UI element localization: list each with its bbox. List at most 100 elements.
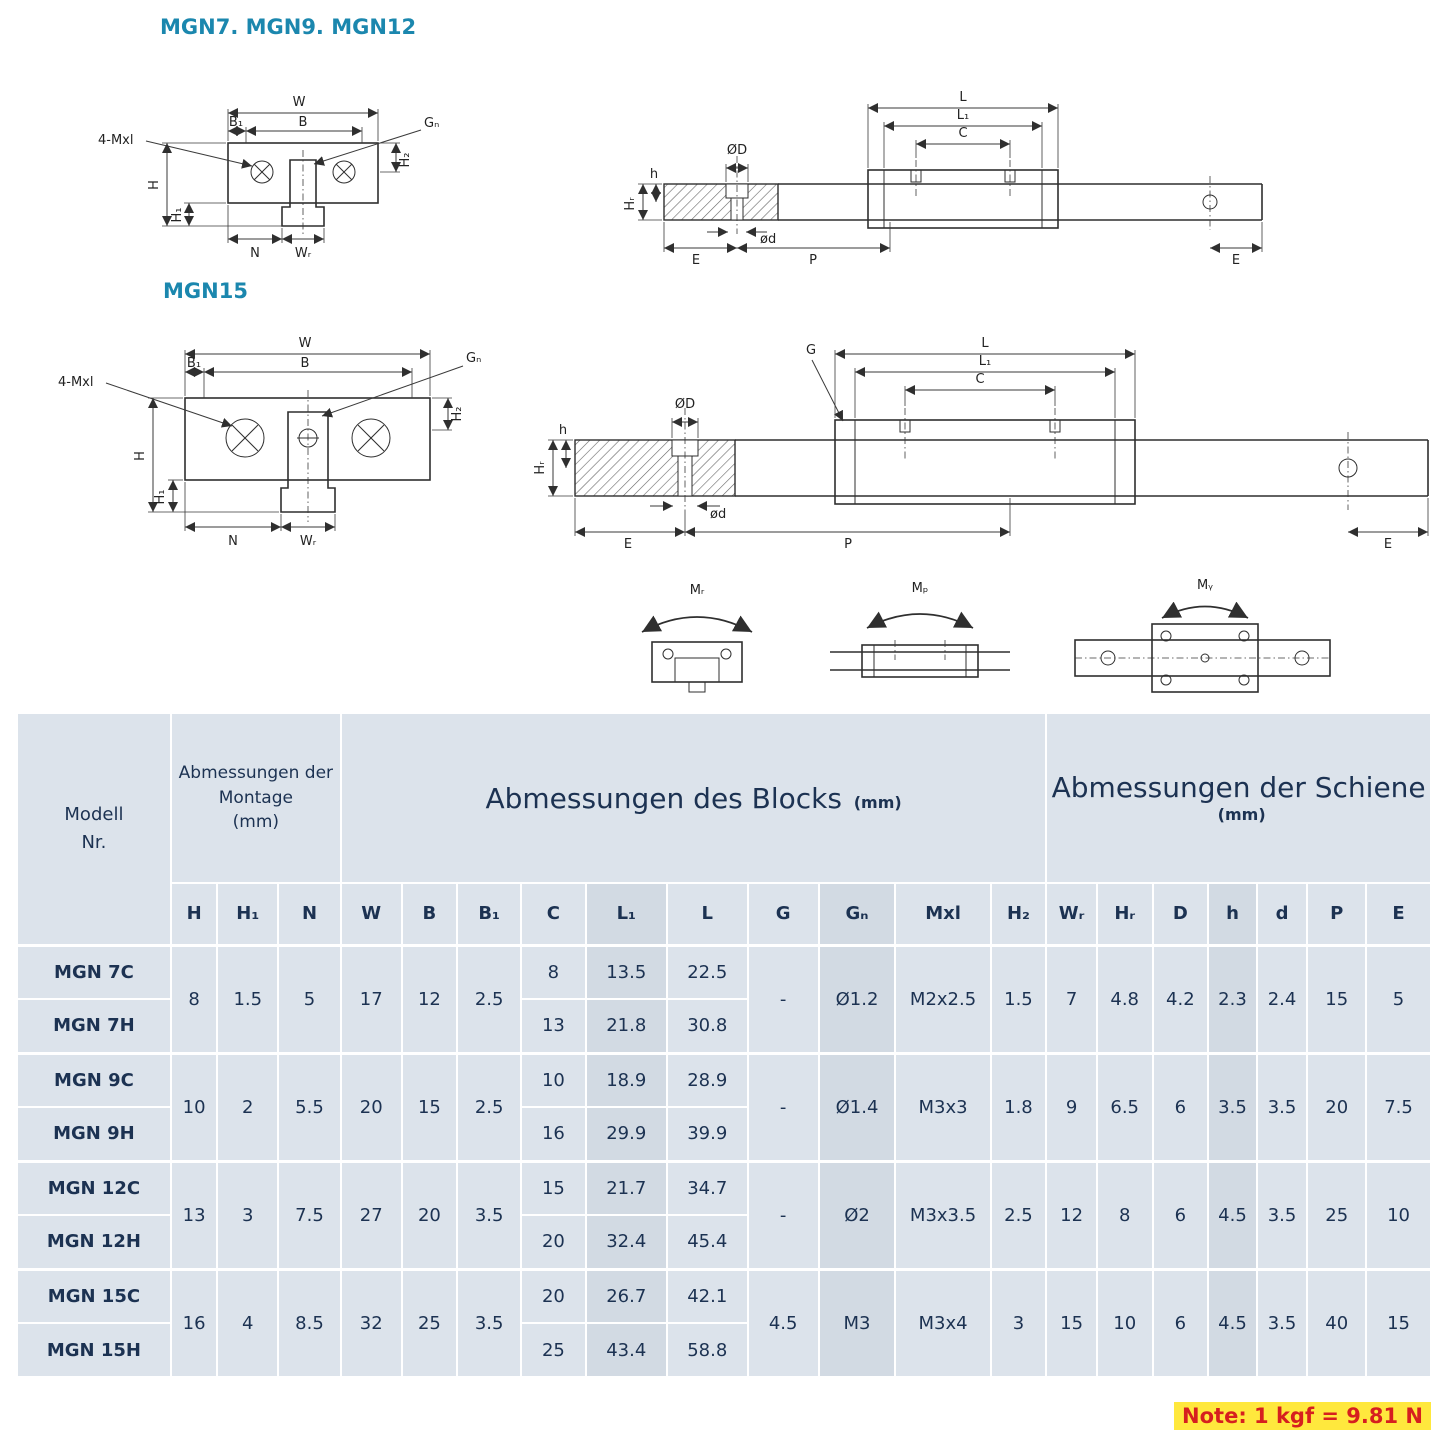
cell-B1: 2.5 bbox=[456, 943, 523, 1054]
cell-L1: 18.9 bbox=[584, 1051, 668, 1108]
column-header-N: N bbox=[277, 882, 342, 946]
dim-label-gn: Gₙ bbox=[424, 116, 439, 131]
dim-label-e: E bbox=[692, 253, 700, 268]
dim-label-b1-15: B₁ bbox=[187, 356, 201, 371]
dim-label-h1-15: H₁ bbox=[153, 490, 168, 505]
cell-WR: 9 bbox=[1045, 1051, 1098, 1162]
cell-H2: 1.8 bbox=[989, 1051, 1048, 1162]
dim-label-e-15: E bbox=[624, 537, 632, 552]
dim-label-p: P bbox=[809, 253, 817, 268]
note-badge: Note: 1 kgf = 9.81 N bbox=[1174, 1402, 1431, 1430]
dim-label-od-big-15: ØD bbox=[675, 397, 695, 412]
column-header-d: d bbox=[1255, 882, 1309, 946]
cell-W: 17 bbox=[339, 943, 403, 1054]
group-blocks-label: Abmessungen des Blocks bbox=[485, 781, 842, 815]
dim-label-w: W bbox=[293, 95, 306, 110]
moment-label-mp: Mₚ bbox=[912, 581, 929, 596]
dim-label-hr: Hᵣ bbox=[623, 197, 638, 211]
cell-D: 6 bbox=[1151, 1159, 1210, 1270]
dim-label-wr: Wᵣ bbox=[295, 246, 312, 261]
group-blocks-unit: (mm) bbox=[853, 792, 902, 812]
cell-HR: 6.5 bbox=[1095, 1051, 1154, 1162]
cell-L: 28.9 bbox=[665, 1051, 749, 1108]
cell-H1: 2 bbox=[216, 1051, 280, 1162]
cell-B: 25 bbox=[400, 1267, 459, 1378]
model-name: MGN 12C bbox=[16, 1159, 172, 1216]
front-view-mgn7-9-12: W B₁ B Gₙ 4-Mxl H₂ H H₁ bbox=[98, 95, 439, 261]
cell-B: 12 bbox=[400, 943, 459, 1054]
cell-L: 30.8 bbox=[665, 998, 749, 1054]
cell-h: 4.5 bbox=[1207, 1159, 1258, 1270]
group-schiene-unit: (mm) bbox=[1217, 805, 1266, 824]
model-name: MGN 9H bbox=[16, 1106, 172, 1162]
dim-label-c: C bbox=[958, 126, 967, 141]
group-montage-label: Abmessungen der Montage bbox=[178, 763, 334, 808]
cell-L: 42.1 bbox=[665, 1267, 749, 1324]
column-header-H1: H₁ bbox=[216, 882, 280, 946]
cell-H1: 1.5 bbox=[216, 943, 280, 1054]
column-header-W: W bbox=[339, 882, 403, 946]
column-header-Gn: Gₙ bbox=[817, 882, 897, 946]
cell-G: - bbox=[746, 1051, 820, 1162]
dim-label-w-15: W bbox=[299, 336, 312, 351]
cell-C: 8 bbox=[520, 943, 587, 1000]
cell-B: 15 bbox=[400, 1051, 459, 1162]
cell-L1: 32.4 bbox=[584, 1214, 668, 1270]
cell-W: 32 bbox=[339, 1267, 403, 1378]
cell-H: 16 bbox=[169, 1267, 219, 1378]
cell-P: 40 bbox=[1306, 1267, 1368, 1378]
cell-N: 5 bbox=[277, 943, 342, 1054]
cell-d: 3.5 bbox=[1255, 1267, 1309, 1378]
cell-B: 20 bbox=[400, 1159, 459, 1270]
dim-label-h1: H₁ bbox=[170, 208, 185, 223]
dim-label-h2: H₂ bbox=[398, 153, 413, 168]
column-header-D: D bbox=[1151, 882, 1210, 946]
dim-label-h-small: h bbox=[650, 167, 658, 182]
cell-C: 13 bbox=[520, 998, 587, 1054]
cell-L: 45.4 bbox=[665, 1214, 749, 1270]
dim-label-l-15: L bbox=[981, 336, 989, 351]
cell-D: 4.2 bbox=[1151, 943, 1210, 1054]
cell-W: 20 bbox=[339, 1051, 403, 1162]
cell-N: 5.5 bbox=[277, 1051, 342, 1162]
dim-label-od-small: ød bbox=[760, 232, 776, 247]
column-header-H: H bbox=[169, 882, 219, 946]
cell-Gn: Ø1.4 bbox=[817, 1051, 897, 1162]
cell-L1: 29.9 bbox=[584, 1106, 668, 1162]
cell-L: 34.7 bbox=[665, 1159, 749, 1216]
dim-label-n-15: N bbox=[228, 534, 238, 549]
cell-d: 3.5 bbox=[1255, 1051, 1309, 1162]
column-header-HR: Hᵣ bbox=[1095, 882, 1154, 946]
moment-label-mr: Mᵣ bbox=[690, 583, 705, 598]
dim-label-n: N bbox=[250, 246, 260, 261]
cell-h: 4.5 bbox=[1207, 1267, 1258, 1378]
cell-C: 25 bbox=[520, 1322, 587, 1378]
cell-L1: 26.7 bbox=[584, 1267, 668, 1324]
dim-label-wr-15: Wᵣ bbox=[300, 534, 317, 549]
cell-H2: 3 bbox=[989, 1267, 1048, 1378]
model-name: MGN 7H bbox=[16, 998, 172, 1054]
cell-H1: 4 bbox=[216, 1267, 280, 1378]
cell-H1: 3 bbox=[216, 1159, 280, 1270]
dim-label-l1: L₁ bbox=[957, 108, 969, 123]
cell-C: 16 bbox=[520, 1106, 587, 1162]
cell-H: 8 bbox=[169, 943, 219, 1054]
cell-HR: 8 bbox=[1095, 1159, 1154, 1270]
cell-d: 3.5 bbox=[1255, 1159, 1309, 1270]
cell-Mxl: M3x3.5 bbox=[894, 1159, 992, 1270]
dim-label-h-small-15: h bbox=[559, 423, 567, 438]
model-name: MGN 12H bbox=[16, 1214, 172, 1270]
cell-h: 3.5 bbox=[1207, 1051, 1258, 1162]
column-header-C: C bbox=[520, 882, 587, 946]
cell-G: 4.5 bbox=[746, 1267, 820, 1378]
cell-E: 15 bbox=[1365, 1267, 1432, 1378]
cell-Mxl: M3x3 bbox=[894, 1051, 992, 1162]
